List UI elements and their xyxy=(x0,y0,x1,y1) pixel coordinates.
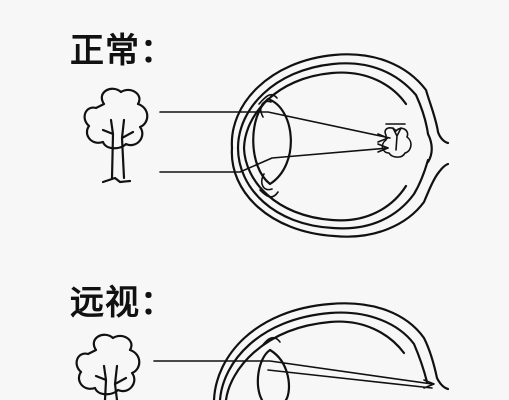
normal-eye-diagram xyxy=(83,53,450,238)
tree-icon xyxy=(83,87,149,184)
retina-image-icon xyxy=(381,123,412,158)
farsighted-eye-diagram xyxy=(75,302,450,400)
farsighted-label: 远视： xyxy=(70,283,175,323)
lens xyxy=(256,336,290,400)
farsighted-panel: 远视： xyxy=(0,240,509,400)
light-rays xyxy=(159,111,391,173)
light-rays xyxy=(153,360,435,389)
eyeball xyxy=(212,302,450,400)
lens xyxy=(252,93,292,198)
normal-vision-label: 正常： xyxy=(70,31,175,71)
tree-icon xyxy=(75,333,141,400)
normal-vision-panel: 正常： xyxy=(70,31,450,238)
eyeball xyxy=(230,53,450,238)
